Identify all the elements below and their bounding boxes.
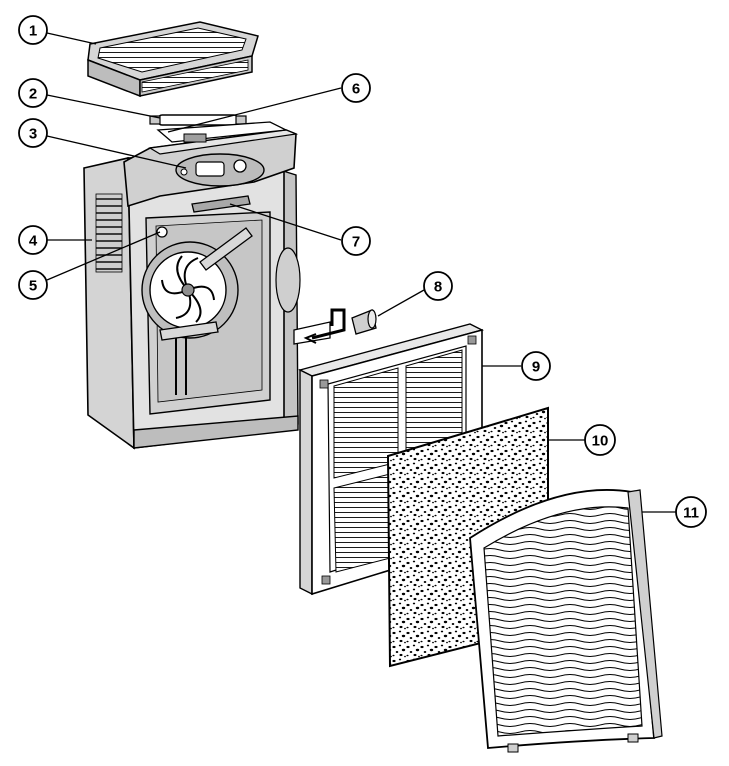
callout-6: 6 [341,73,371,103]
control-knob-icon [233,159,247,173]
callout-8: 8 [423,271,453,301]
callout-3-label: 3 [29,126,37,143]
interlock-switch-icon [156,226,168,238]
callout-5: 5 [18,270,48,300]
callout-1: 1 [18,15,48,45]
display-icon [195,161,225,177]
callout-11-label: 11 [683,505,699,522]
callout-8-label: 8 [434,279,442,296]
callout-4: 4 [18,225,48,255]
housing-body [83,149,331,450]
leader-lines [46,32,676,513]
control-panel [123,121,299,238]
callout-1-label: 1 [29,23,37,40]
callout-11: 11 [675,496,707,528]
uv-bulb [149,114,247,126]
callout-9: 9 [521,351,551,381]
callout-7: 7 [341,226,371,256]
front-grille [469,489,663,753]
callout-10: 10 [584,424,616,456]
callout-9-label: 9 [532,359,540,376]
callout-3: 3 [18,118,48,148]
top-grille-cover [87,21,259,98]
callout-2-label: 2 [29,86,37,103]
side-vents [95,193,123,273]
callout-6-label: 6 [352,81,360,98]
filter-indicator [191,195,251,213]
callout-2: 2 [18,78,48,108]
callout-4-label: 4 [29,233,38,250]
callout-7-label: 7 [352,234,360,251]
callout-10-label: 10 [592,433,609,450]
callout-5-label: 5 [29,278,37,295]
filter-clip [303,308,377,344]
